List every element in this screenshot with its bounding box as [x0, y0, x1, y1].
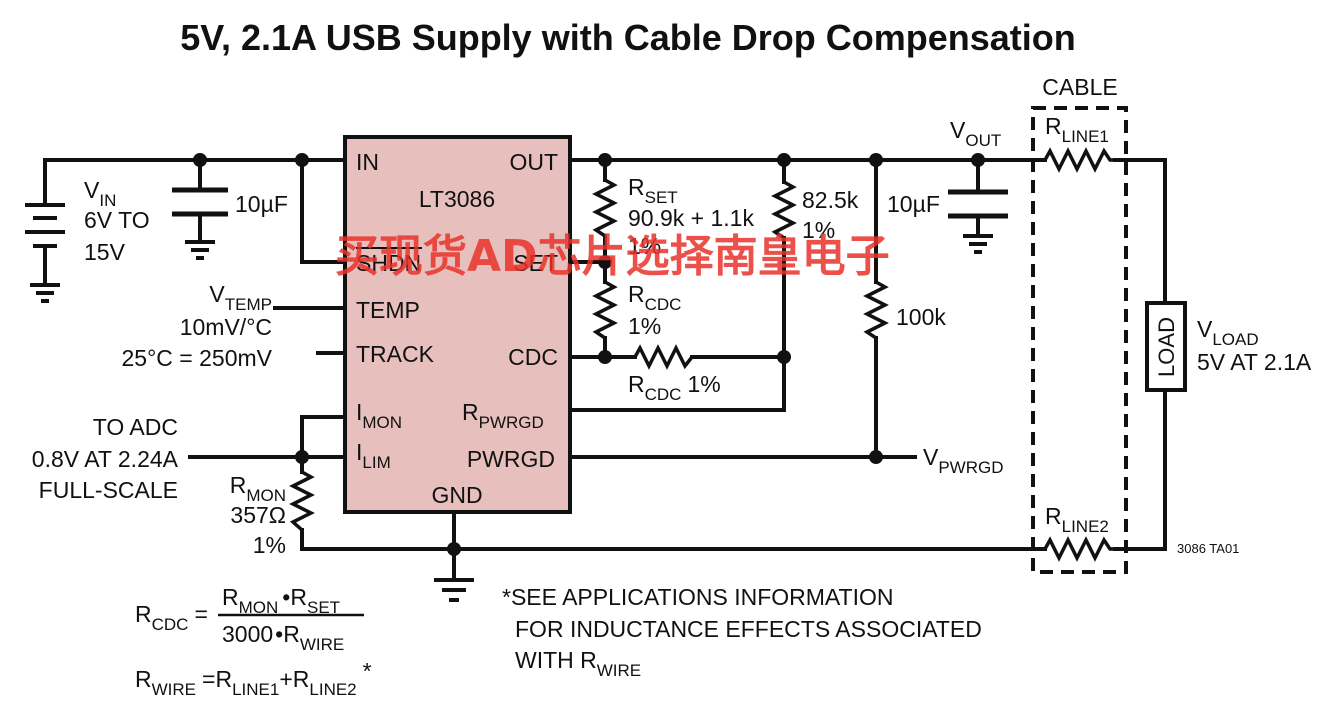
- vload-spec: 5V AT 2.1A: [1197, 349, 1312, 375]
- pin-set: SET: [513, 250, 558, 276]
- vload-label: VLOAD: [1197, 316, 1259, 349]
- note-line3: WITH RWIRE: [515, 647, 641, 680]
- resistor-100k: [863, 280, 889, 340]
- rset-label: RSET: [628, 174, 678, 207]
- vtemp-scale: 10mV/°C: [180, 314, 272, 340]
- rmon-tolerance: 1%: [253, 532, 286, 558]
- ground-symbol: [185, 240, 215, 260]
- cout-value: 10µF: [887, 191, 940, 217]
- cable-label: CABLE: [1042, 74, 1117, 100]
- rline1-label: RLINE1: [1045, 113, 1109, 146]
- ground-symbol: [434, 578, 474, 602]
- rmon-label: RMON: [230, 472, 286, 505]
- pin-temp: TEMP: [356, 297, 420, 323]
- adc-label-line2: 0.8V AT 2.24A: [32, 446, 179, 472]
- junction-dot: [295, 450, 309, 464]
- wire-ground-return: [300, 528, 1047, 551]
- pin-ilim: ILIM: [356, 439, 391, 472]
- cable-box: [1031, 106, 1128, 574]
- watermark-text: 买现货AD芯片选择南皇电子: [335, 231, 890, 282]
- output-capacitor: [948, 189, 1008, 219]
- pin-imon: IMON: [356, 399, 402, 432]
- rmon-value: 357Ω: [230, 502, 286, 528]
- resistor-rmon: [289, 470, 315, 532]
- pin-in: IN: [356, 149, 379, 175]
- formula-numerator: RMON•RSET: [222, 584, 340, 617]
- rcdc-vertical-label: RCDC: [628, 281, 681, 314]
- rcdc-vertical-tolerance: 1%: [628, 313, 661, 339]
- junction-dot: [777, 350, 791, 364]
- ground-symbol: [30, 283, 60, 303]
- note-line1: *SEE APPLICATIONS INFORMATION: [502, 584, 894, 610]
- rset-tolerance: 1%: [628, 233, 661, 259]
- junction-dot: [447, 542, 461, 556]
- pin-out: OUT: [509, 149, 558, 175]
- r100-value: 100k: [896, 304, 946, 330]
- formula-rwire: RWIRE=RLINE1+RLINE2*: [135, 658, 372, 699]
- pin-track: TRACK: [356, 341, 435, 367]
- ic-name: LT3086: [419, 186, 495, 212]
- vtemp-label: VTEMP: [209, 281, 272, 314]
- junction-dot: [598, 255, 612, 269]
- resistor-rline1: [1043, 147, 1115, 173]
- battery-symbol: [25, 203, 65, 248]
- vtemp-offset: 25°C = 250mV: [122, 345, 273, 371]
- vin-label: VIN: [84, 177, 116, 210]
- resistor-rline2: [1043, 536, 1115, 562]
- vout-label: VOUT: [950, 117, 1001, 150]
- pin-shdn: SHDN: [356, 250, 421, 276]
- r82-tolerance: 1%: [802, 217, 835, 243]
- load-box: [1145, 301, 1187, 392]
- junction-dot: [777, 153, 791, 167]
- ground-symbol: [963, 234, 993, 254]
- rset-value: 90.9k + 1.1k: [628, 205, 754, 231]
- formula-lhs: RCDC=: [135, 601, 208, 634]
- input-capacitor: [172, 187, 228, 217]
- resistor-rcdc-vertical: [592, 280, 618, 340]
- wire-shdn: [300, 158, 347, 264]
- resistor-82k: [771, 180, 797, 240]
- ic-body: [343, 135, 572, 514]
- rline2-label: RLINE2: [1045, 503, 1109, 536]
- pin-pwrgd: PWRGD: [467, 446, 555, 472]
- junction-dot: [971, 153, 985, 167]
- resistor-rset: [592, 178, 618, 238]
- adc-label-line1: TO ADC: [93, 414, 178, 440]
- pin-gnd: GND: [431, 482, 482, 508]
- junction-dot: [598, 153, 612, 167]
- wire-imon: [300, 415, 347, 474]
- vin-range-line1: 6V TO: [84, 207, 150, 233]
- pin-cdc: CDC: [508, 344, 558, 370]
- cin-value: 10µF: [235, 191, 288, 217]
- vin-range-line2: 15V: [84, 239, 126, 265]
- diagram-title: 5V, 2.1A USB Supply with Cable Drop Comp…: [180, 17, 1075, 58]
- formula-denominator: 3000•RWIRE: [222, 621, 344, 654]
- load-box-label: LOAD: [1154, 317, 1179, 377]
- r82-value: 82.5k: [802, 187, 859, 213]
- figure-id: 3086 TA01: [1177, 541, 1239, 556]
- junction-dot: [193, 153, 207, 167]
- vpwrgd-label: VPWRGD: [923, 444, 1004, 477]
- resistor-rcdc-horizontal: [633, 344, 694, 370]
- junction-dot: [295, 153, 309, 167]
- junction-dot: [869, 450, 883, 464]
- adc-label-line3: FULL-SCALE: [39, 477, 178, 503]
- wire-rpwrgd: [568, 236, 786, 412]
- junction-dot: [598, 350, 612, 364]
- junction-dot: [869, 153, 883, 167]
- note-line2: FOR INDUCTANCE EFFECTS ASSOCIATED: [515, 616, 982, 642]
- pin-rpwrgd: RPWRGD: [462, 399, 544, 432]
